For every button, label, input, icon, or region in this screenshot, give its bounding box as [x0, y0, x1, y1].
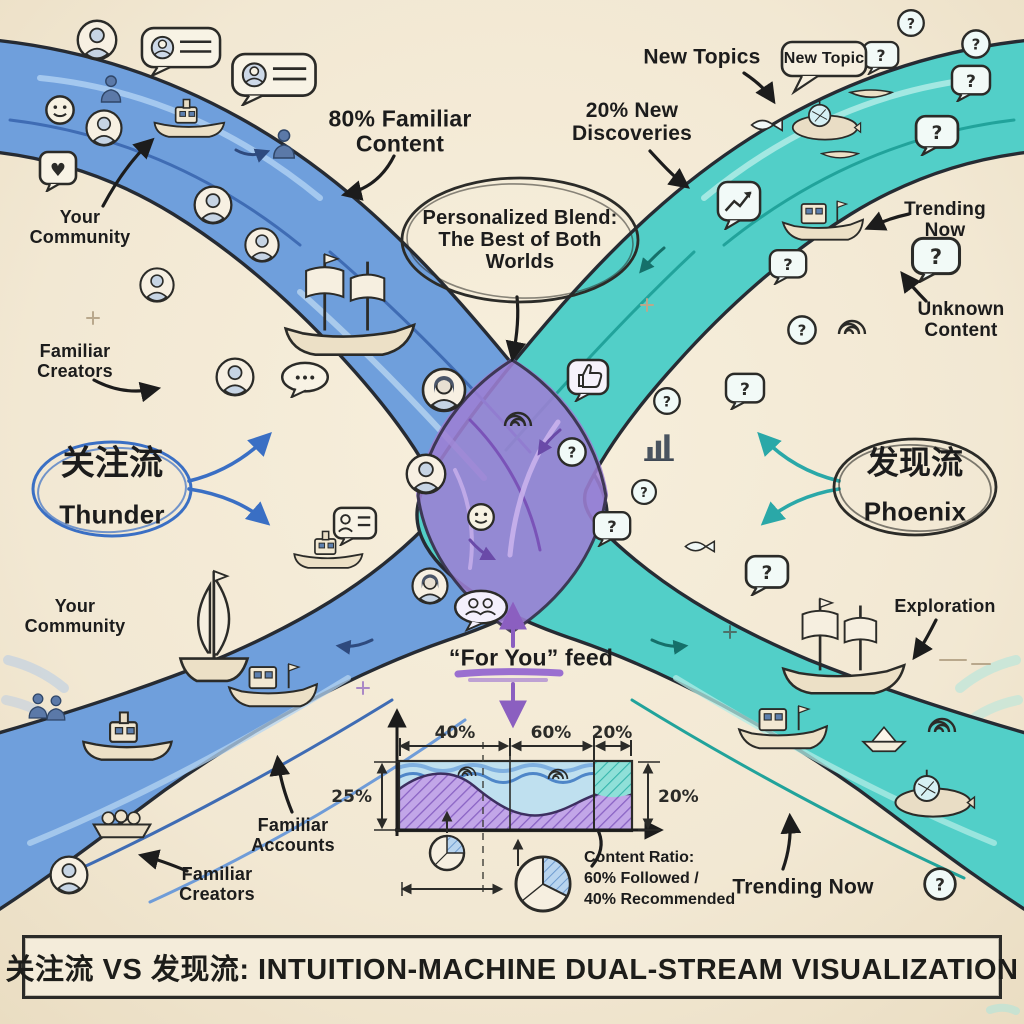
fish-icon — [684, 540, 716, 553]
phoenix-oval — [832, 437, 998, 537]
content-ratio-chart: 40% 60% 20% 25% 20% — [331, 708, 699, 913]
blend-zone — [416, 358, 608, 632]
flow-arrows — [234, 148, 689, 655]
label-familiar-accounts: Familiar Accounts — [251, 815, 335, 855]
avatar-icon — [76, 19, 118, 61]
label-your-community-bottom: Your Community — [24, 596, 126, 636]
pie-large — [512, 838, 572, 913]
dim-20-top: 20% — [592, 723, 633, 743]
question-circle-icon — [557, 437, 587, 467]
typing-dots-bubble-icon — [280, 361, 330, 398]
spiral-icon — [837, 319, 867, 336]
phoenix-oval-label: 发现流 Phoenix — [864, 428, 967, 545]
arrow-your-community-top — [101, 137, 155, 208]
arrow-trending-now-bottom — [780, 812, 802, 871]
arrow-phoenix-up — [757, 431, 841, 483]
arrow-familiar-creators — [92, 378, 162, 403]
new-topic-bubble-shape — [780, 40, 868, 96]
label-new-topic-bubble: New Topic — [783, 50, 865, 68]
blend-oval — [400, 176, 640, 304]
person-icon — [46, 695, 66, 721]
arrow-thunder-down — [187, 487, 271, 526]
label-exploration: Exploration — [894, 596, 996, 617]
chat-bubble-icon — [140, 26, 222, 77]
bar-chart-icon — [642, 433, 676, 461]
arrow-exploration — [912, 618, 938, 661]
label-familiar-content: 80% Familiar Content — [328, 105, 472, 157]
chart-band — [399, 761, 632, 831]
phoenix-oval-cn: 发现流 — [866, 444, 964, 481]
arrow-thunder-up — [187, 432, 272, 483]
dim-60: 60% — [531, 723, 572, 743]
foryou-underline — [454, 668, 564, 682]
label-new-topics: New Topics — [643, 45, 761, 69]
avatar-woman-icon — [421, 367, 467, 413]
question-bubble-icon — [910, 236, 962, 283]
label-new-discoveries: 20% New Discoveries — [571, 98, 693, 145]
question-circle-icon — [630, 478, 658, 506]
question-bubble-icon — [724, 372, 766, 410]
thunder-oval — [31, 440, 193, 538]
avatar-woman-icon — [411, 567, 449, 605]
arrow-new-discoveries — [648, 149, 690, 189]
question-bubble-icon — [744, 554, 790, 596]
contact-card-bubble-icon — [332, 506, 378, 546]
thunder-oval-cn: 关注流 — [60, 444, 164, 483]
avatar-icon — [49, 855, 89, 895]
label-your-community-top: Your Community — [29, 207, 131, 247]
arrow-familiar-content — [340, 154, 396, 201]
sailboat-icon — [178, 569, 250, 683]
thumbs-up-bubble-icon — [566, 358, 610, 402]
thunder-oval-label: 关注流 Thunder — [59, 428, 164, 547]
avatar-icon — [193, 185, 233, 225]
arrow-personalized-blend — [505, 295, 527, 363]
dim-20-right: 20% — [658, 787, 699, 807]
question-circle-icon — [787, 315, 817, 345]
avatar-icon — [405, 453, 447, 495]
label-arrows — [92, 71, 938, 873]
label-for-you-feed: “For You” feed — [448, 644, 614, 671]
avatar-icon — [139, 267, 175, 303]
arrow-new-topics — [742, 71, 776, 105]
oval-branch-arrows — [187, 431, 841, 729]
sketch-marks — [86, 298, 991, 695]
label-content-ratio: Content Ratio: 60% Followed / 40% Recomm… — [584, 849, 736, 908]
chat-bubble-icon — [231, 52, 317, 106]
question-circle-icon — [897, 9, 925, 37]
avatar-icon — [215, 357, 255, 397]
question-circle-icon — [923, 867, 957, 901]
tall-ship-icon — [781, 597, 906, 695]
avatar-icon — [244, 227, 280, 263]
follow-stream-ribbon — [0, 38, 609, 911]
thunder-oval-en: Thunder — [59, 499, 165, 530]
label-familiar-creators-bottom: Familiar Creators — [179, 864, 255, 904]
label-unknown-content: Unknown Content — [917, 299, 1005, 341]
label-trending-now-top: Trending Now — [904, 199, 986, 241]
dim-25-left: 25% — [331, 787, 372, 807]
banner-title-text: 关注流 VS 发现流: INTUITION-MACHINE DUAL-STREA… — [5, 954, 1019, 986]
label-trending-now-bottom: Trending Now — [732, 875, 874, 899]
label-personalized-blend: Personalized Blend: The Best of Both Wor… — [422, 207, 618, 273]
question-circle-icon — [653, 387, 681, 415]
chart-top-dims — [398, 738, 632, 756]
arrow-unknown-content — [900, 271, 928, 303]
smiley-icon — [45, 95, 75, 125]
arrow-trending-now-top — [864, 211, 911, 231]
label-familiar-creators: Familiar Creators — [37, 341, 113, 381]
arrow-familiar-creators-bottom — [137, 849, 189, 873]
chart-side-dims — [374, 761, 660, 896]
title-banner: 关注流 VS 发现流: INTUITION-MACHINE DUAL-STREA… — [6, 935, 1018, 999]
phoenix-oval-en: Phoenix — [863, 497, 967, 528]
question-bubble-icon — [768, 248, 808, 285]
arrow-familiar-accounts — [269, 754, 294, 814]
avatar-icon — [85, 109, 123, 147]
smiley-icon — [467, 503, 495, 531]
heart-bubble-icon — [38, 150, 78, 192]
dim-40: 40% — [435, 723, 476, 743]
question-circle-icon — [961, 29, 991, 59]
arrow-phoenix-down — [760, 487, 841, 526]
pie-small — [428, 810, 466, 872]
